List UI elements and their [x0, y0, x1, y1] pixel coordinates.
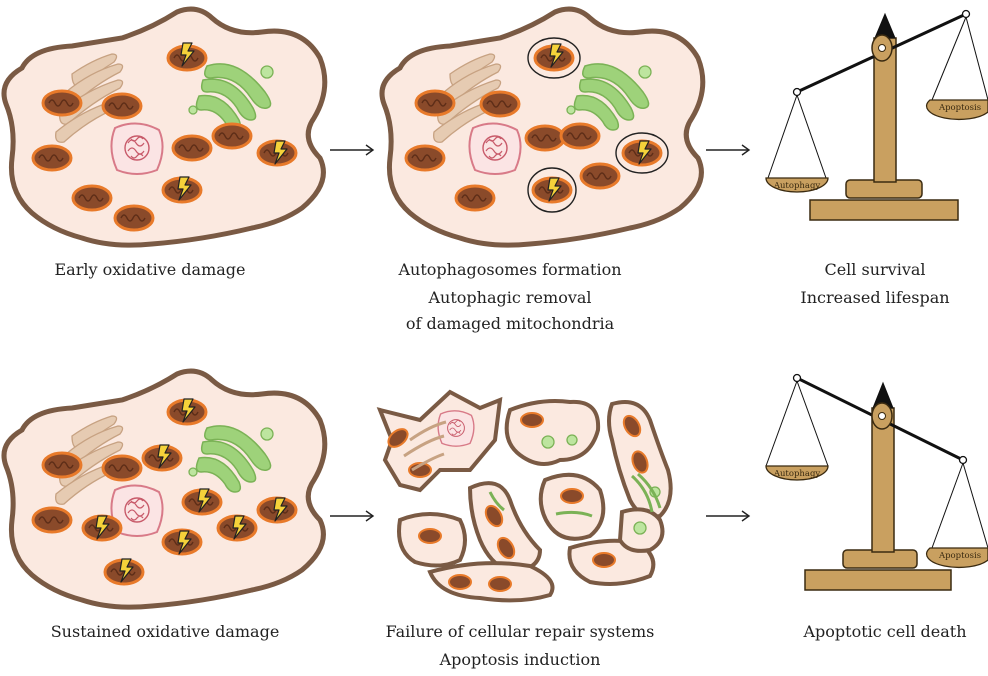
- caption-cell-survival: Cell survival: [790, 258, 960, 282]
- pan-autophagy: Autophagy: [766, 178, 828, 192]
- pan-label-apoptosis: Apoptosis: [938, 103, 981, 113]
- caption-apoptotic-cell-death: Apoptotic cell death: [790, 620, 980, 644]
- caption-apoptosis-induction: Apoptosis induction: [380, 648, 660, 672]
- arrow-right: [330, 145, 373, 155]
- cell-sustained-damage: [4, 371, 325, 607]
- caption-autophagosomes-formation: Autophagosomes formation: [380, 258, 640, 282]
- caption-sustained-damage: Sustained oxidative damage: [20, 620, 310, 644]
- arrow-right: [330, 511, 373, 521]
- pan-apoptosis: Apoptosis: [927, 548, 988, 567]
- pan-autophagy: Autophagy: [766, 466, 828, 480]
- pan-label-autophagy: Autophagy: [773, 469, 821, 479]
- caption-increased-lifespan: Increased lifespan: [790, 286, 960, 310]
- pan-apoptosis: Apoptosis: [927, 100, 988, 119]
- cell-early-damage: [4, 9, 325, 245]
- caption-repair-failure: Failure of cellular repair systems: [380, 620, 660, 644]
- arrow-right: [706, 511, 749, 521]
- pan-label-autophagy: Autophagy: [773, 181, 821, 191]
- caption-early-damage: Early oxidative damage: [20, 258, 280, 282]
- pan-label-apoptosis: Apoptosis: [938, 551, 981, 561]
- caption-autophagic-removal: Autophagic removal: [380, 286, 640, 310]
- caption-damaged-mitochondria: of damaged mitochondria: [380, 312, 640, 336]
- arrow-right: [706, 145, 749, 155]
- cell-autophagosomes: [382, 9, 703, 245]
